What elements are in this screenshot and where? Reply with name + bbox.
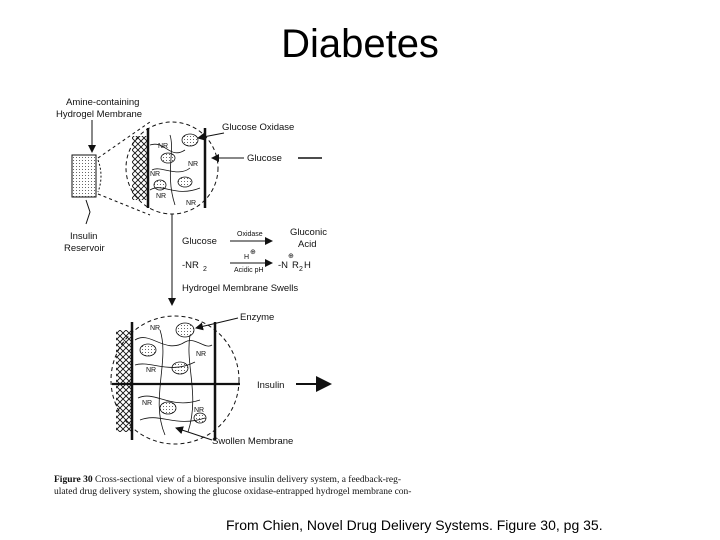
membrane-swells-label: Hydrogel Membrane Swells [182,283,298,294]
nr2-label: NR [188,161,198,168]
glucose-oxidase-label: Glucose Oxidase [222,122,294,133]
figure-label: Figure 30 [54,475,93,485]
nr2-label: NR [150,171,160,178]
nr2-label: NR [156,193,166,200]
reaction2-reactant: -NR [182,260,199,271]
reaction1-reactant: Glucose [182,236,217,247]
slide-title: Diabetes [281,22,439,66]
source-citation: From Chien, Novel Drug Delivery Systems.… [226,517,603,533]
figure-caption: Figure 30 Cross-sectional view of a bior… [54,474,484,498]
nr2-label: NR [194,407,204,414]
reservoir-label-line1: Insulin [70,231,97,242]
swollen-membrane-circle: NR NR NR NR NR [110,315,240,445]
enzyme-label: Enzyme [240,312,274,323]
reaction2-over-arrow: H [244,254,249,261]
reaction2-product-mid: R [292,260,299,271]
glucose-label: Glucose [247,153,282,164]
nr2-label: NR [146,367,156,374]
nr2-label: NR [186,200,196,207]
charge-symbol: ⊕ [288,253,294,260]
reaction2-product-sub: 2 [299,266,303,273]
membrane-label-line1: Amine-containing [66,97,139,108]
nr2-label: NR [196,351,206,358]
reaction2-product: -N [278,260,288,271]
swollen-membrane-label: Swollen Membrane [212,436,293,447]
caption-line2: ulated drug delivery system, showing the… [54,487,412,497]
membrane-zoom-circle: NR NR NR NR NR [125,121,219,215]
reaction2-product-end: H [304,260,311,271]
reaction1-catalyst: Oxidase [237,231,263,238]
membrane-label-line2: Hydrogel Membrane [56,109,142,120]
reaction1-product-line1: Gluconic [290,227,327,238]
reaction2-reactant-sub: 2 [203,266,207,273]
caption-line1: Cross-sectional view of a bioresponsive … [95,475,402,485]
reservoir-label-line2: Reservoir [64,243,105,254]
insulin-label: Insulin [257,380,284,391]
insulin-reservoir-block [71,154,97,198]
reaction1-product-line2: Acid [298,239,316,250]
charge-symbol: ⊕ [250,249,256,256]
insulin-delivery-diagram: Amine-containing Hydrogel Membrane Insul… [56,97,332,447]
nr2-label: NR [150,325,160,332]
reaction2-under-arrow: Acidic pH [234,267,264,274]
nr2-label: NR [158,143,168,150]
nr2-label: NR [142,400,152,407]
